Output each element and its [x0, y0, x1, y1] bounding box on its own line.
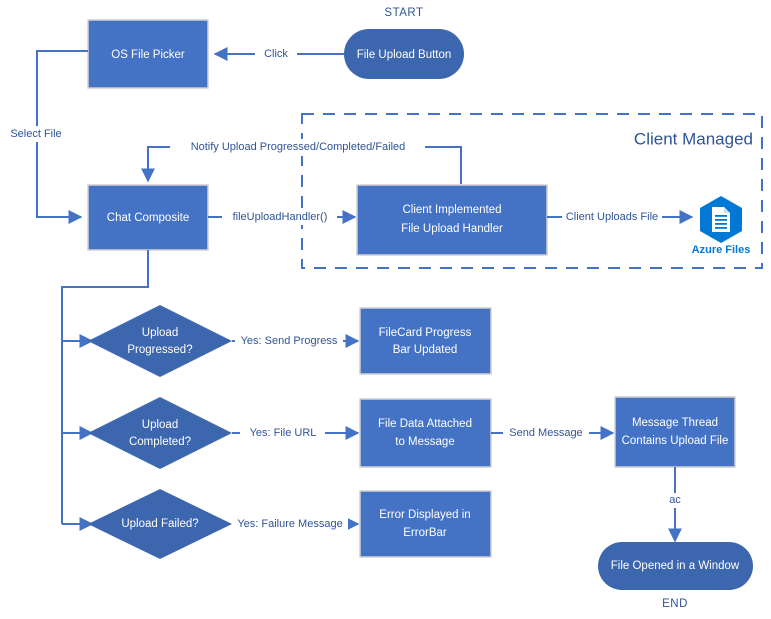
- node-upload-progressed-decision[interactable]: [88, 305, 232, 377]
- edge-select-file-label-bg: [3, 126, 71, 142]
- node-client-handler-label-line1: Client Implemented: [402, 204, 501, 216]
- node-error-displayed-label-line1: Error Displayed in: [379, 509, 470, 521]
- edge-ac-label: ac: [669, 494, 681, 506]
- edge-send-message-label: Send Message: [509, 427, 582, 439]
- node-upload-progressed-label-line1: Upload: [142, 327, 178, 339]
- node-os-file-picker[interactable]: [87, 19, 209, 89]
- node-upload-progressed-label-line2: Progressed?: [127, 344, 192, 356]
- edge-click-label: Click: [264, 48, 288, 60]
- node-client-handler-label-line2: File Upload Handler: [401, 223, 503, 235]
- node-message-thread-label-line1: Message Thread: [632, 417, 718, 429]
- node-upload-completed-decision[interactable]: [88, 397, 232, 469]
- edge-file-upload-handler-label: fileUploadHandler(): [233, 211, 328, 223]
- edge-yes-send-progress-label: Yes: Send Progress: [241, 335, 338, 347]
- node-upload-failed-decision[interactable]: [88, 489, 232, 559]
- client-managed-group-label: Client Managed: [634, 129, 753, 148]
- node-upload-failed-label: Upload Failed?: [121, 518, 198, 530]
- node-file-upload-button[interactable]: [344, 29, 464, 79]
- client-managed-group-border: [301, 113, 763, 269]
- edge-yes-file-url-label: Yes: File URL: [250, 427, 317, 439]
- node-upload-completed-label-line1: Upload: [142, 419, 178, 431]
- edge-yes-file-url-label-bg: [240, 425, 325, 441]
- edge-yes-failure-message-label-bg: [232, 516, 348, 532]
- edge-ac-label-bg: [663, 493, 687, 508]
- node-message-thread[interactable]: [614, 396, 736, 468]
- node-filecard-progress-bar[interactable]: [359, 307, 492, 375]
- edge-client-uploads-file-label-bg: [562, 209, 662, 225]
- edge-notify-label: Notify Upload Progressed/Completed/Faile…: [191, 141, 406, 153]
- edge-client-uploads-file-label: Client Uploads File: [566, 211, 658, 223]
- azure-files-label: Azure Files: [692, 244, 751, 256]
- node-filecard-label-line1: FileCard Progress: [379, 327, 472, 339]
- edge-yes-send-progress-label-bg: [235, 333, 343, 349]
- edge-send-message-label-bg: [503, 425, 589, 441]
- azure-files-icon: [700, 196, 742, 243]
- edge-click-label-bg: [255, 46, 297, 62]
- node-os-file-picker-label: OS File Picker: [111, 49, 185, 61]
- node-error-displayed[interactable]: [359, 490, 492, 558]
- edge-decision-trunk: [61, 250, 149, 524]
- node-chat-composite-label: Chat Composite: [107, 212, 189, 224]
- node-file-upload-button-label: File Upload Button: [357, 49, 452, 61]
- edge-notify-label-bg: [170, 139, 425, 156]
- edge-file-upload-handler-label-bg: [222, 209, 337, 225]
- node-message-thread-label-line2: Contains Upload File: [622, 435, 729, 447]
- node-error-displayed-label-line2: ErrorBar: [403, 527, 447, 539]
- node-upload-completed-label-line2: Completed?: [129, 436, 191, 448]
- node-client-implemented-file-upload-handler[interactable]: [356, 184, 548, 256]
- edge-yes-failure-message-label: Yes: Failure Message: [237, 518, 342, 530]
- node-file-opened-window-label: File Opened in a Window: [611, 560, 740, 572]
- node-file-data-attached[interactable]: [359, 398, 492, 468]
- node-file-data-label-line2: to Message: [395, 436, 454, 448]
- start-marker-label: START: [384, 7, 423, 19]
- end-marker-label: END: [662, 598, 688, 610]
- node-file-data-label-line1: File Data Attached: [378, 418, 472, 430]
- node-file-opened-window[interactable]: [598, 542, 753, 590]
- edge-select-file-label: Select File: [10, 128, 61, 140]
- node-filecard-label-line2: Bar Updated: [393, 344, 458, 356]
